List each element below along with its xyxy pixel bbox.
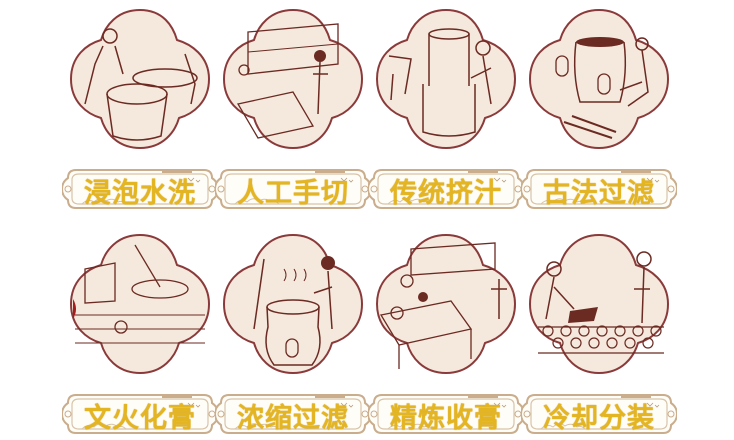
process-step-card: 浸泡水洗	[60, 0, 220, 215]
step-label: 人工手切	[237, 178, 349, 209]
simmering-paste-illustration	[65, 229, 215, 379]
step-label: 传统挤汁	[390, 178, 502, 209]
step-label-plaque: 文火化膏	[62, 391, 218, 437]
process-step-card: 浓缩过滤	[213, 225, 373, 440]
step-label: 精炼收膏	[390, 403, 502, 434]
process-step-card: 冷却分装	[519, 225, 679, 440]
step-label: 文火化膏	[84, 403, 196, 434]
step-label: 浸泡水洗	[84, 178, 196, 209]
juice-pressing-illustration	[371, 4, 521, 154]
process-step-card: 精炼收膏	[366, 225, 526, 440]
step-label-plaque: 古法过滤	[521, 166, 677, 212]
step-label-plaque: 浓缩过滤	[215, 391, 371, 437]
cooling-packaging-illustration	[524, 229, 674, 379]
manual-cutting-illustration	[218, 4, 368, 154]
process-step-card: 人工手切	[213, 0, 373, 215]
process-step-card: 文火化膏	[60, 225, 220, 440]
step-label-plaque: 精炼收膏	[368, 391, 524, 437]
step-label-plaque: 传统挤汁	[368, 166, 524, 212]
step-label-plaque: 浸泡水洗	[62, 166, 218, 212]
soaking-washing-illustration	[65, 4, 215, 154]
process-step-card: 古法过滤	[519, 0, 679, 215]
step-label: 浓缩过滤	[237, 403, 349, 434]
step-label: 古法过滤	[543, 178, 655, 209]
filtering-illustration	[524, 4, 674, 154]
refining-paste-illustration	[371, 229, 521, 379]
concentrating-filtering-illustration	[218, 229, 368, 379]
step-label-plaque: 冷却分装	[521, 391, 677, 437]
process-step-card: 传统挤汁	[366, 0, 526, 215]
step-label: 冷却分装	[543, 403, 655, 434]
step-label-plaque: 人工手切	[215, 166, 371, 212]
